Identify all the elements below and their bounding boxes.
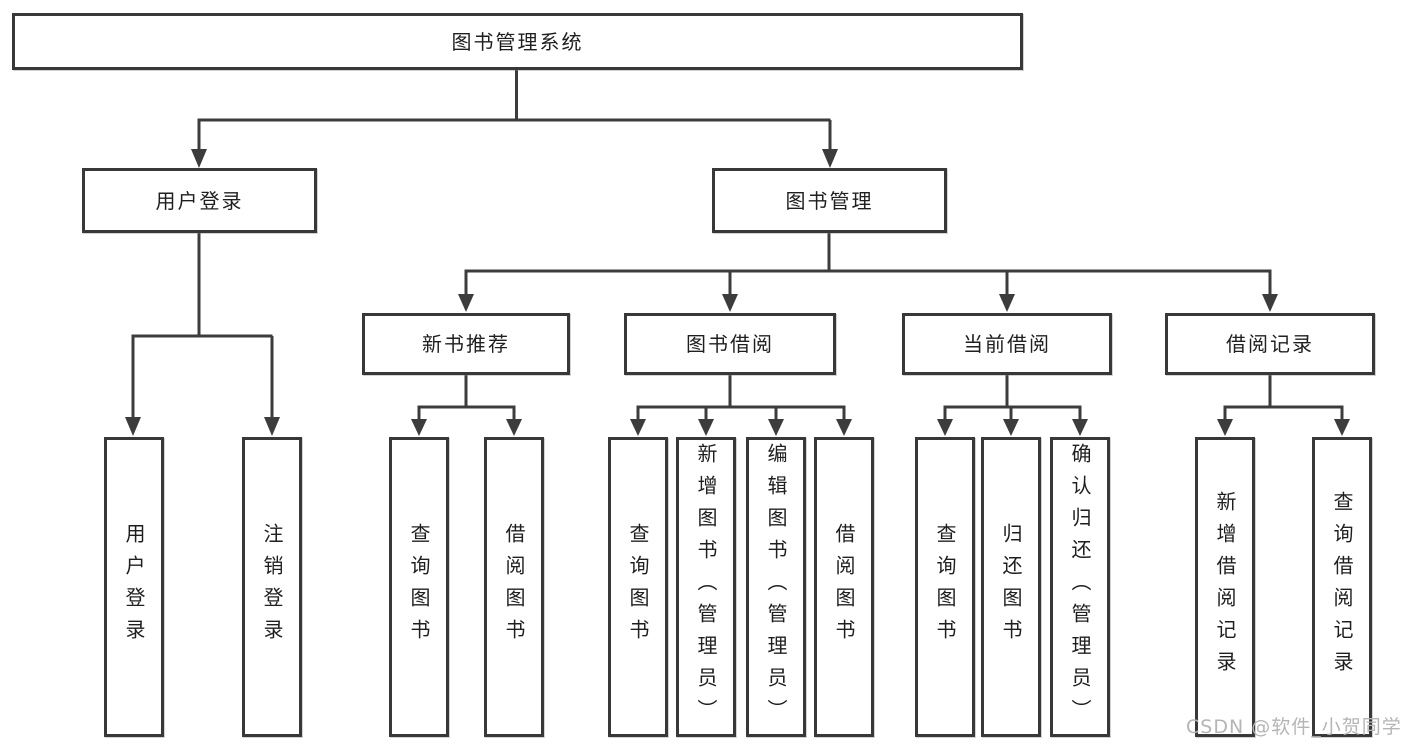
node-label: 借阅图书 (502, 523, 526, 651)
connector-borrow-record-children (1217, 375, 1350, 436)
leaf-add-borrow-record: 新增借阅记录 (1195, 437, 1255, 737)
leaf-add-book-admin: 新增图书（管理员） (676, 437, 736, 737)
node-label: 图书管理 (785, 188, 874, 213)
node-label: 用户登录 (155, 188, 244, 213)
leaf-query-borrow-record: 查询借阅记录 (1312, 437, 1372, 737)
node-label: 新增借阅记录 (1213, 491, 1237, 683)
leaf-borrow-book-2: 借阅图书 (814, 437, 874, 737)
node-label: 借阅图书 (832, 523, 856, 651)
node-label: 查询图书 (407, 523, 431, 651)
leaf-query-book-2: 查询图书 (608, 437, 668, 737)
connector-book-mgmt-to-level3 (458, 233, 1278, 312)
node-book-management: 图书管理 (712, 168, 947, 233)
csdn-watermark: CSDN @软件_小贺同学 (1186, 716, 1402, 738)
node-borrow-record: 借阅记录 (1165, 313, 1375, 375)
node-label: 查询借阅记录 (1330, 491, 1354, 683)
leaf-confirm-return-admin: 确认归还（管理员） (1050, 437, 1110, 737)
leaf-return-book: 归还图书 (981, 437, 1041, 737)
node-label: 用户登录 (122, 523, 146, 651)
node-current-borrow: 当前借阅 (902, 313, 1112, 375)
leaf-borrow-book-1: 借阅图书 (484, 437, 544, 737)
node-label: 新增图书（管理员） (694, 443, 718, 731)
connector-current-borrow-children (937, 375, 1088, 436)
connector-user-login-children (125, 233, 280, 436)
leaf-edit-book-admin: 编辑图书（管理员） (746, 437, 806, 737)
node-label: 确认归还（管理员） (1068, 443, 1092, 731)
connector-root-to-level2 (191, 70, 838, 168)
connector-book-borrow-children (630, 375, 852, 436)
leaf-user-login: 用户登录 (104, 437, 164, 737)
node-library-system: 图书管理系统 (12, 13, 1023, 70)
node-label: 归还图书 (999, 523, 1023, 651)
connector-new-book-children (411, 375, 522, 436)
node-book-borrow: 图书借阅 (624, 313, 836, 375)
node-label: 新书推荐 (422, 332, 510, 356)
node-user-login: 用户登录 (82, 168, 317, 233)
node-label: 查询图书 (626, 523, 650, 651)
node-label: 注销登录 (260, 523, 284, 651)
leaf-query-book-3: 查询图书 (915, 437, 975, 737)
node-label: 借阅记录 (1226, 332, 1314, 356)
node-label: 图书管理系统 (451, 29, 584, 54)
node-label: 图书借阅 (686, 332, 774, 356)
node-label: 查询图书 (933, 523, 957, 651)
node-label: 当前借阅 (963, 332, 1051, 356)
node-new-book-recommend: 新书推荐 (362, 313, 570, 375)
leaf-query-book-1: 查询图书 (389, 437, 449, 737)
leaf-logout: 注销登录 (242, 437, 302, 737)
node-label: 编辑图书（管理员） (764, 443, 788, 731)
